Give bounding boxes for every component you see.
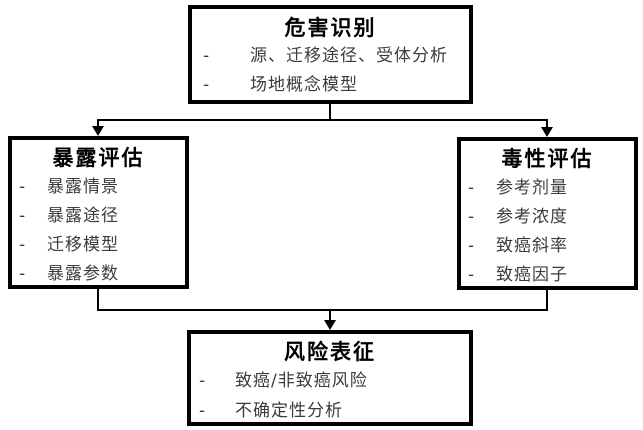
list-item: - 源、迁移途径、受体分析 (192, 42, 469, 71)
dash-bullet: - (203, 46, 211, 66)
list-item-label: 暴露参数 (47, 264, 119, 284)
list-item: - 参考剂量 (461, 174, 634, 202)
connector-exposure-out (97, 288, 99, 310)
box-title: 危害识别 (284, 16, 377, 40)
list-item: - 致癌因子 (461, 261, 634, 289)
list-item-label: 暴露情景 (47, 177, 119, 197)
list-item-label: 致癌因子 (496, 265, 568, 285)
list-item-label: 不确定性分析 (235, 401, 343, 421)
list-item: - 迁移模型 (12, 231, 185, 259)
list-item: - 暴露情景 (12, 173, 185, 201)
connector-hazard-stem (329, 103, 331, 120)
risk-characterization-box: 风险表征 - 致癌/非致癌风险 - 不确定性分析 (187, 330, 473, 426)
list-item: - 场地概念模型 (192, 71, 469, 100)
dash-bullet: - (199, 401, 207, 421)
connector-exposure-drop (97, 119, 99, 127)
list-item: - 暴露途径 (12, 202, 185, 230)
dash-bullet: - (19, 235, 27, 255)
dash-bullet: - (468, 207, 476, 227)
list-item: - 不确定性分析 (191, 396, 469, 426)
box-title: 毒性评估 (501, 147, 594, 171)
down-arrowhead-to-exposure-icon (92, 126, 104, 136)
list-item-label: 致癌斜率 (496, 236, 568, 256)
dash-bullet: - (199, 371, 207, 391)
list-item-label: 暴露途径 (47, 206, 119, 226)
box-title: 暴露评估 (52, 146, 145, 170)
list-item: - 致癌斜率 (461, 232, 634, 260)
hazard-identification-box: 危害识别 - 源、迁移途径、受体分析 - 场地概念模型 (188, 5, 473, 104)
exposure-assessment-box: 暴露评估 - 暴露情景 - 暴露途径 - 迁移模型 - 暴露参数 (8, 136, 189, 289)
dash-bullet: - (468, 265, 476, 285)
dash-bullet: - (19, 206, 27, 226)
connector-risk-stem (329, 309, 331, 321)
connector-toxicity-drop (546, 119, 548, 128)
dash-bullet: - (468, 236, 476, 256)
list-item-label: 参考剂量 (496, 178, 568, 198)
connector-split-horizontal (97, 119, 548, 121)
connector-toxicity-out (546, 289, 548, 310)
list-item-label: 致癌/非致癌风险 (235, 371, 368, 391)
list-item-label: 迁移模型 (47, 235, 119, 255)
connector-merge-horizontal (97, 309, 548, 311)
dash-bullet: - (203, 75, 211, 95)
dash-bullet: - (19, 264, 27, 284)
list-item-label: 场地概念模型 (250, 75, 358, 95)
dash-bullet: - (468, 178, 476, 198)
toxicity-assessment-box: 毒性评估 - 参考剂量 - 参考浓度 - 致癌斜率 - 致癌因子 (457, 137, 638, 290)
down-arrowhead-to-risk-icon (324, 320, 336, 330)
box-title: 风险表征 (284, 340, 376, 364)
list-item: - 参考浓度 (461, 203, 634, 231)
list-item-label: 源、迁移途径、受体分析 (250, 46, 448, 66)
list-item-label: 参考浓度 (496, 207, 568, 227)
dash-bullet: - (19, 177, 27, 197)
list-item: - 暴露参数 (12, 260, 185, 288)
down-arrowhead-to-toxicity-icon (541, 127, 553, 137)
list-item: - 致癌/非致癌风险 (191, 366, 469, 396)
